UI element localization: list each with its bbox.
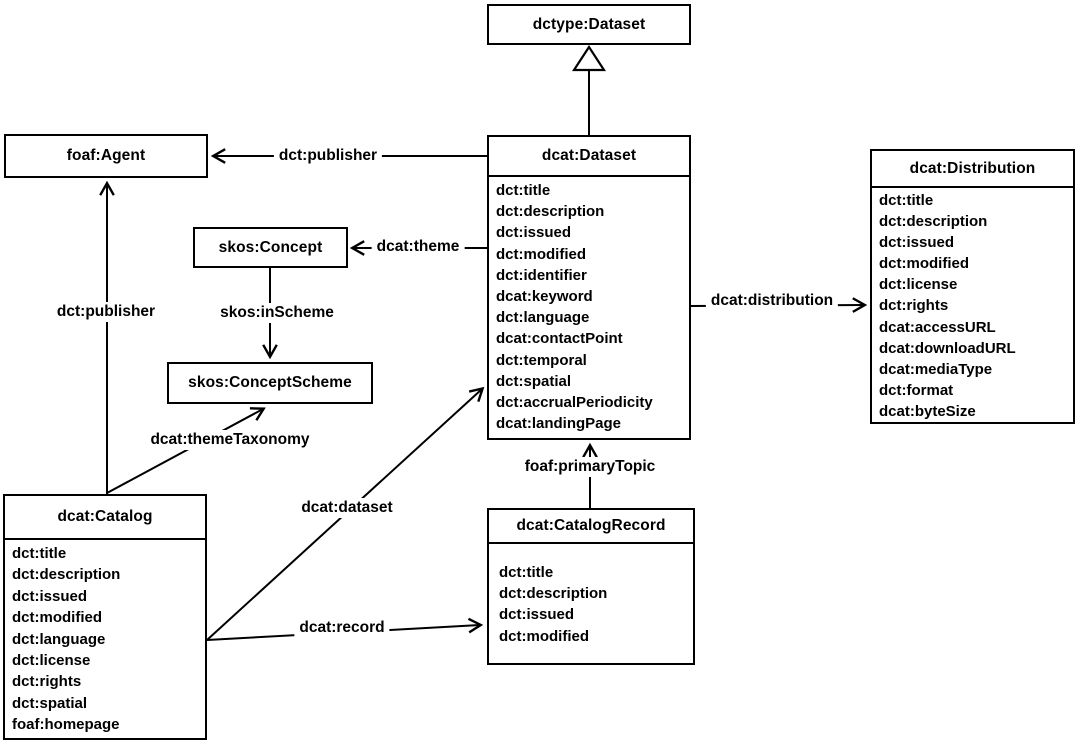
class-box-dcat-distribution: dcat:Distribution dct:title dct:descripti… <box>870 149 1075 424</box>
property-row: dct:modified <box>12 609 102 627</box>
property-row: dcat:keyword <box>496 288 593 306</box>
property-row: dct:description <box>496 203 605 221</box>
class-title: dcat:CatalogRecord <box>489 510 693 544</box>
property-row: dct:identifier <box>496 266 587 284</box>
property-row: dct:issued <box>496 224 572 242</box>
edge-line-theme-taxonomy <box>106 407 266 494</box>
property-row: dct:title <box>12 545 67 562</box>
property-row: dct:spatial <box>12 694 88 712</box>
property-row: dcat:byteSize <box>879 402 976 420</box>
edge-label-publisher-left: dct:publisher <box>51 302 161 322</box>
class-title: dctype:Dataset <box>532 15 646 33</box>
property-row: dct:title <box>496 182 551 199</box>
class-title: dcat:Dataset <box>489 137 689 177</box>
property-row: dct:rights <box>879 297 949 315</box>
edge-label-primary-topic: foaf:primaryTopic <box>519 457 661 477</box>
property-row: dct:temporal <box>496 351 587 369</box>
property-row: dct:modified <box>496 245 586 263</box>
class-box-skos-conceptscheme: skos:ConceptScheme <box>167 362 373 404</box>
class-title: dcat:Catalog <box>5 496 205 540</box>
property-row: dct:language <box>12 630 106 648</box>
property-row: dct:issued <box>12 587 88 605</box>
class-box-skos-concept: skos:Concept <box>193 227 348 268</box>
property-row: dct:title <box>879 192 934 209</box>
edge-label-theme-taxonomy: dcat:themeTaxonomy <box>145 430 315 450</box>
property-row: dcat:downloadURL <box>879 339 1016 357</box>
property-row: dcat:landingPage <box>496 415 622 433</box>
property-row: dct:description <box>499 585 608 603</box>
property-row: dct:issued <box>499 606 575 624</box>
property-row: dct:description <box>879 213 988 231</box>
class-title: foaf:Agent <box>66 147 146 164</box>
property-row: foaf:homepage <box>12 716 120 734</box>
edge-label-theme: dcat:theme <box>371 237 465 257</box>
property-row: dct:accrualPeriodicity <box>496 394 653 412</box>
property-row: dct:rights <box>12 673 82 691</box>
property-row: dct:modified <box>499 627 589 645</box>
edge-label-record: dcat:record <box>294 618 390 638</box>
property-row: dct:issued <box>879 234 955 252</box>
class-box-dcat-catalogrecord: dcat:CatalogRecord dct:title dct:descript… <box>487 508 695 665</box>
property-row: dct:language <box>496 309 590 327</box>
property-row: dct:description <box>12 566 121 584</box>
edge-label-in-scheme: skos:inScheme <box>215 303 339 323</box>
edge-label-distribution: dcat:distribution <box>705 291 839 311</box>
generalization-triangle <box>571 44 607 72</box>
class-title: dcat:Distribution <box>872 151 1073 188</box>
property-row: dct:format <box>879 381 954 399</box>
class-properties: dct:title dct:description dct:issued dct:mo… <box>489 544 693 647</box>
class-properties: dct:title dct:description dct:issued dct:mo… <box>872 188 1073 422</box>
property-row: dcat:mediaType <box>879 360 993 378</box>
edge-label-dataset: dcat:dataset <box>296 498 398 518</box>
property-row: dcat:contactPoint <box>496 330 623 348</box>
class-properties: dct:title dct:description dct:issued dct:mo… <box>5 540 205 736</box>
class-box-foaf-agent: foaf:Agent <box>4 134 208 178</box>
property-row: dct:license <box>879 276 958 294</box>
property-row: dct:spatial <box>496 372 572 390</box>
property-row: dct:modified <box>879 255 969 273</box>
property-row: dcat:accessURL <box>879 318 996 336</box>
class-box-dctype-dataset: dctype:Dataset <box>487 4 691 45</box>
property-row: dct:license <box>12 652 91 670</box>
edge-label-publisher-top: dct:publisher <box>273 146 383 166</box>
class-properties: dct:title dct:description dct:issued dct:mo… <box>489 177 689 434</box>
property-row: dct:title <box>499 564 554 581</box>
class-title: skos:ConceptScheme <box>188 374 352 391</box>
class-title: skos:Concept <box>218 238 323 256</box>
